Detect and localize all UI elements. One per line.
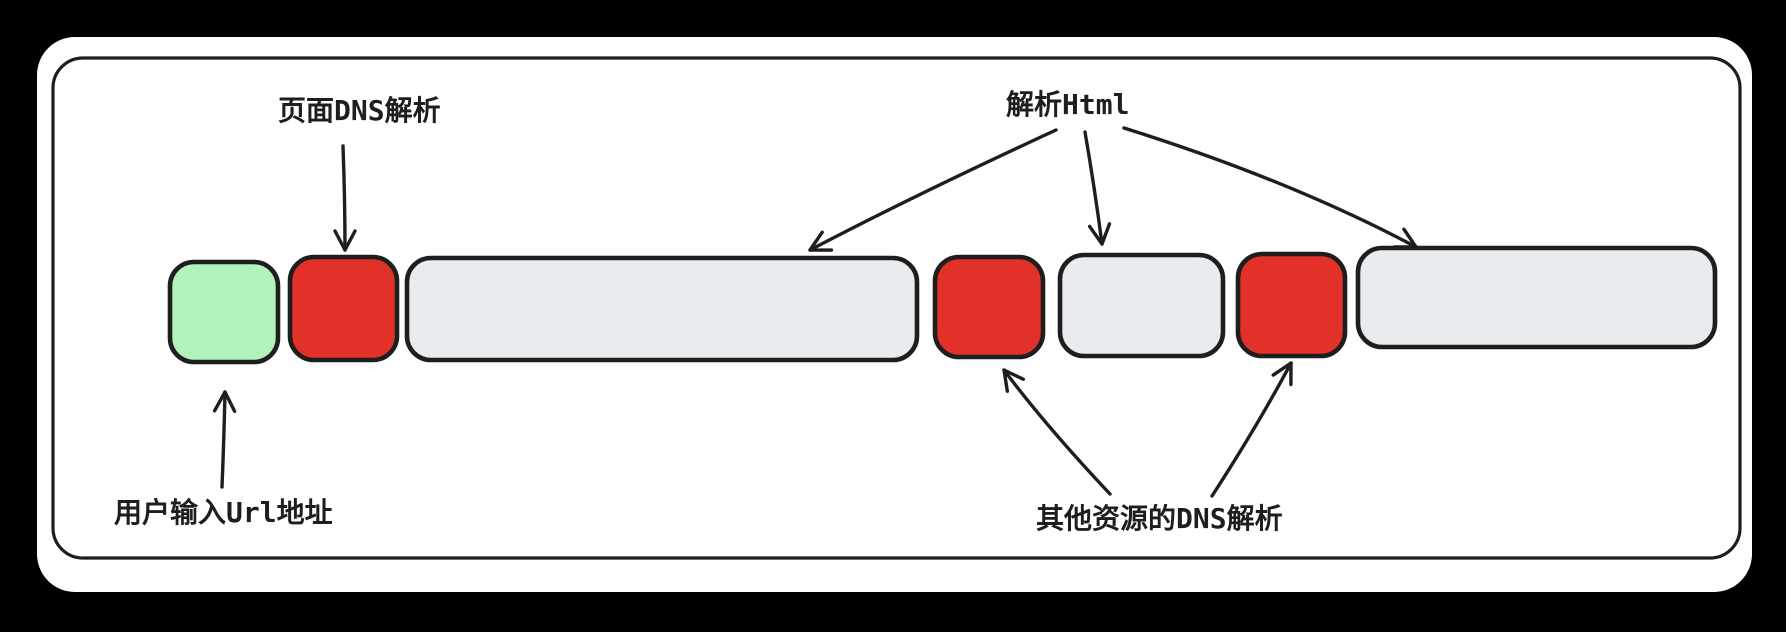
sketch-border	[51, 56, 1742, 560]
segment-page-dns	[287, 254, 400, 363]
label-other-resources-dns: 其他资源的DNS解析	[1036, 502, 1283, 535]
segment-other-dns-2	[1235, 251, 1348, 359]
label-user-input-url: 用户输入Url地址	[114, 496, 333, 529]
segment-other-dns-1	[932, 254, 1046, 360]
segment-parse-html-1	[404, 255, 920, 363]
annotation-arrows	[212, 126, 1418, 498]
segment-parse-html-2	[1057, 252, 1226, 359]
timeline-segments	[167, 245, 1718, 365]
arrow-parse-html-right	[1122, 126, 1418, 249]
arrow-other-dns-left	[1002, 368, 1112, 496]
label-page-dns: 页面DNS解析	[278, 94, 441, 127]
arrow-other-dns-right	[1210, 361, 1293, 498]
segment-parse-html-3	[1355, 245, 1718, 350]
arrow-page-dns-down	[333, 144, 357, 252]
segment-user-input-url	[167, 259, 281, 365]
arrow-parse-html-mid	[1083, 130, 1112, 246]
arrow-user-url-up	[212, 390, 237, 489]
label-parse-html: 解析Html	[1006, 88, 1130, 121]
arrow-parse-html-left	[808, 128, 1058, 252]
